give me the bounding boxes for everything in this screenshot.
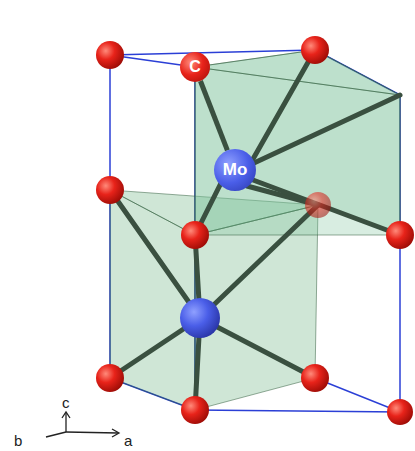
carbon-atom: C xyxy=(180,52,210,82)
axis-label: a xyxy=(124,432,132,449)
atom-label: C xyxy=(189,58,201,76)
atom-label: Mo xyxy=(223,160,248,180)
bond-line xyxy=(200,81,227,150)
axis-label: c xyxy=(62,394,70,411)
axis-label: b xyxy=(14,432,22,449)
molybdenum-atom: Mo xyxy=(214,149,256,191)
